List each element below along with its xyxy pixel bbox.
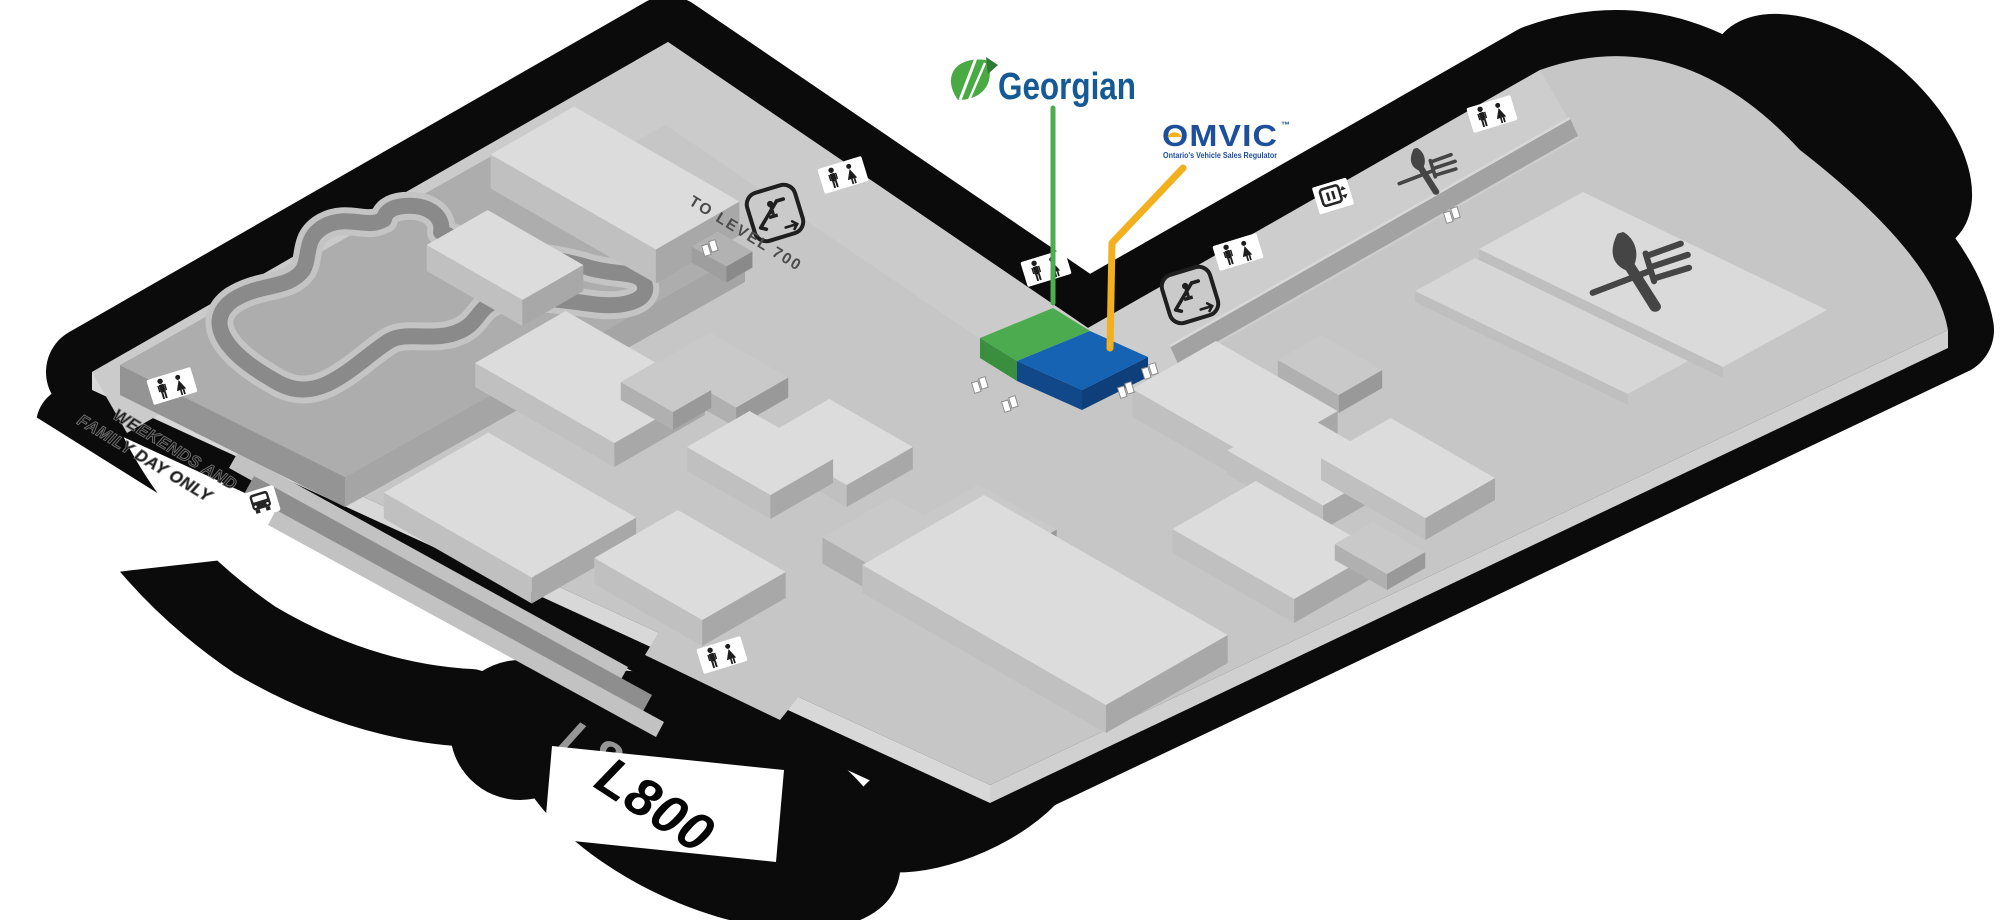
store-block [1172, 481, 1378, 599]
store-block-side [1172, 529, 1295, 623]
store-block-side [1425, 478, 1495, 540]
store-block [490, 106, 740, 250]
level-sign-card [544, 746, 784, 862]
store-block-side [490, 154, 656, 284]
store-block-side [672, 390, 712, 430]
store-block [1277, 335, 1383, 395]
store-block-side [726, 251, 753, 283]
store-block-side [620, 382, 673, 430]
store-block [426, 210, 584, 300]
georgian-logo-text: Georgian [998, 66, 1136, 108]
store-block [862, 495, 1228, 705]
store-block-side [426, 245, 523, 326]
store-block-side [846, 447, 913, 507]
georgian-logo[interactable]: Georgian [950, 57, 1136, 108]
store-block-side [522, 265, 584, 326]
store-block [686, 411, 834, 495]
store-block-side [862, 565, 1106, 733]
store-block-side [691, 246, 727, 283]
store-block [594, 510, 786, 620]
store-block-side [1132, 389, 1255, 487]
store-block-side [1386, 552, 1426, 590]
georgian-store-highlight[interactable] [980, 308, 1090, 381]
store-block-side [702, 572, 786, 646]
corridor-center [629, 42, 1088, 386]
store-block-side [1338, 370, 1383, 413]
omvic-logo[interactable]: OMVIC ™ Ontario's Vehicle Sales Regulato… [1162, 119, 1290, 160]
omvic-store-highlight[interactable] [1017, 331, 1148, 410]
omvic-logo-text: OMVIC [1162, 119, 1278, 153]
store-block [763, 399, 913, 485]
store-block-side [1105, 635, 1228, 733]
omvic-tagline: Ontario's Vehicle Sales Regulator [1163, 150, 1278, 160]
store-block-side [531, 517, 637, 604]
store-block-side [594, 558, 703, 646]
store-block-side [1321, 458, 1426, 540]
store-block-side [475, 363, 615, 467]
store-block-side [770, 459, 834, 519]
omvic-leader-line [1106, 164, 1187, 352]
floor-tongue [645, 630, 800, 720]
floor-edge-right [990, 330, 1948, 803]
omvic-car-icon [1167, 132, 1182, 137]
store-block-side [1277, 360, 1339, 413]
store-block [1334, 522, 1426, 574]
store-block-side [383, 492, 532, 604]
store-block [620, 360, 712, 412]
bus-loop-gap [28, 412, 258, 582]
store-block-side [686, 447, 771, 519]
store-block [691, 231, 753, 267]
store-block [1321, 418, 1495, 518]
omvic-trademark: ™ [1281, 120, 1290, 130]
store-block-side [655, 201, 740, 284]
store-block-side [1334, 544, 1387, 590]
georgian-leaf-icon [950, 57, 998, 101]
store-block [383, 432, 637, 578]
bus-ramp [229, 452, 664, 737]
store-block [657, 332, 789, 408]
glass-fence [1169, 116, 1578, 364]
